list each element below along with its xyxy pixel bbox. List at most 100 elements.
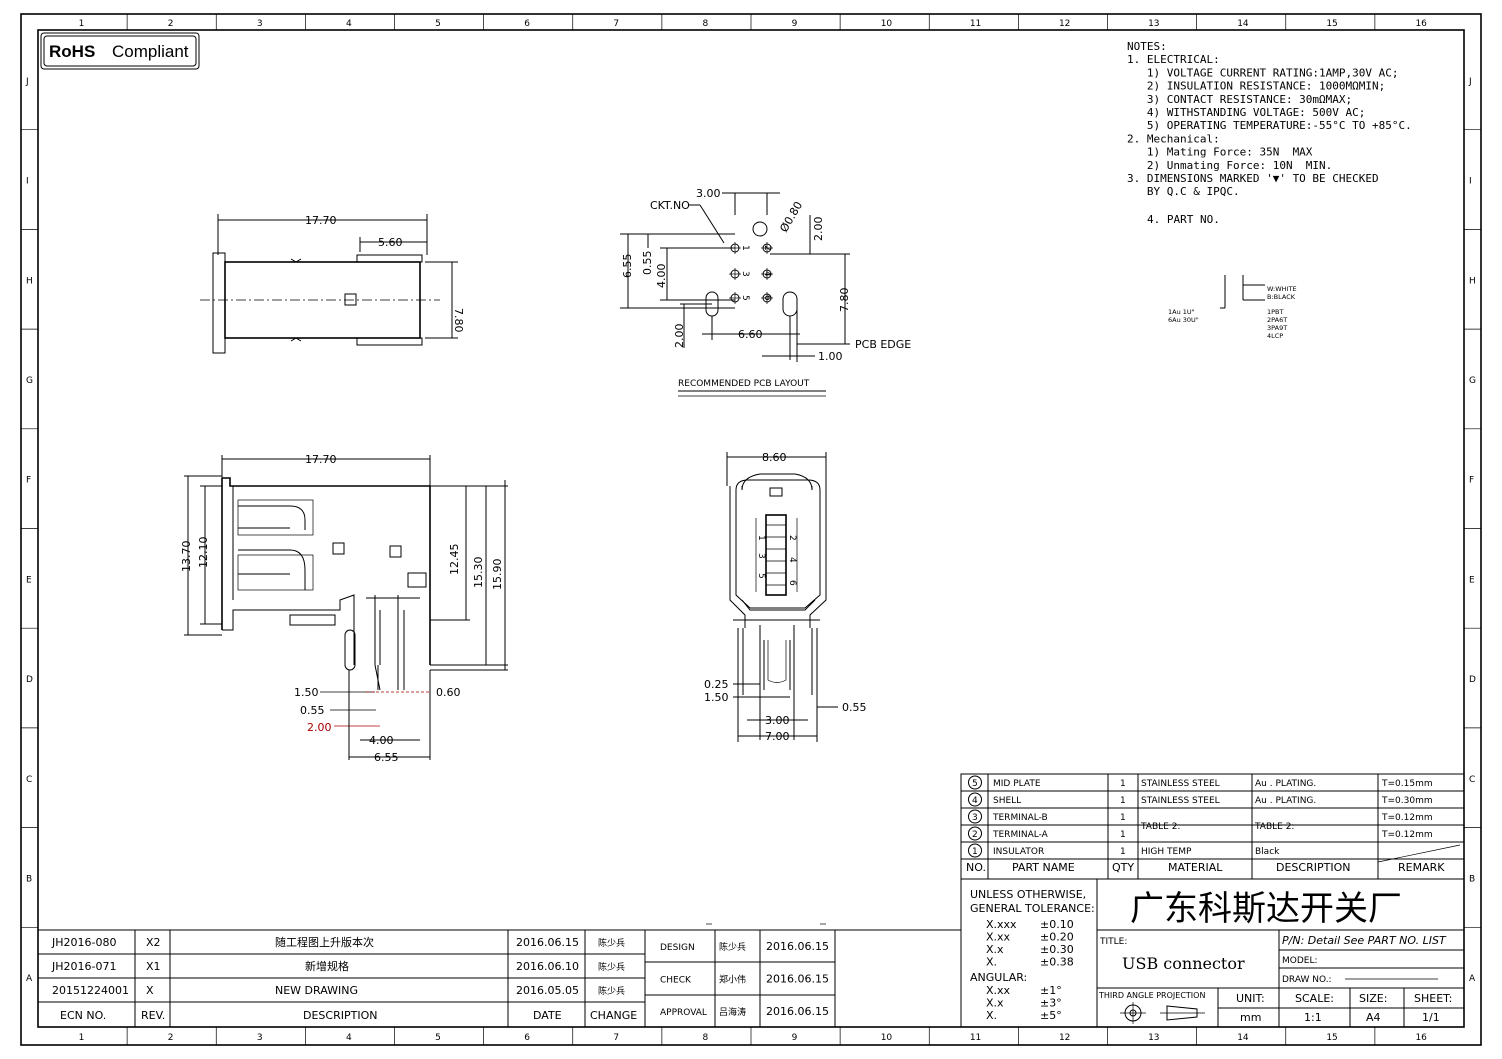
- side-dim-1210: 12.10: [197, 537, 210, 569]
- row-label: C: [26, 775, 32, 785]
- pn-text: P/N: Detail See PART NO. LIST: [1282, 934, 1447, 947]
- bom-name: INSULATOR: [993, 847, 1044, 857]
- bom-remark: T=0.15mm: [1381, 779, 1433, 789]
- column-label: 6: [524, 1033, 530, 1043]
- column-label: 13: [1148, 1033, 1159, 1043]
- pcb-pin-number: 3: [740, 271, 750, 277]
- company-name: 广东科斯达开关厂: [1130, 889, 1402, 929]
- bom-no: 2: [972, 830, 978, 840]
- side-view: 17.70 13.70 12.10 12.45 15.30 15.90 1.50: [180, 453, 508, 764]
- notes-block: NOTES:1. ELECTRICAL: 1) VOLTAGE CURRENT …: [1127, 40, 1412, 198]
- approval-name: 吕海涛: [719, 1006, 746, 1018]
- column-label: 16: [1415, 1033, 1427, 1043]
- bom-no: 4: [972, 796, 978, 806]
- side-dim-1530: 15.30: [472, 557, 485, 589]
- bom-name: SHELL: [993, 796, 1021, 806]
- rev-desc: NEW DRAWING: [275, 984, 358, 997]
- approval-name: 陈少兵: [719, 941, 746, 953]
- bom-remark: T=0.12mm: [1381, 813, 1433, 823]
- column-label: 14: [1237, 1033, 1249, 1043]
- part-right-b-1: 2PA6T: [1267, 316, 1287, 324]
- row-label: I: [1469, 177, 1472, 187]
- rev-date: 2016.06.15: [516, 936, 579, 949]
- side-dim-1245: 12.45: [448, 544, 461, 576]
- note-line: 1. ELECTRICAL:: [1127, 53, 1220, 66]
- unit-label: UNIT:: [1236, 992, 1265, 1005]
- front-dim-700: 7.00: [765, 730, 790, 743]
- pcb-dim-080: Ø0.80: [777, 199, 805, 234]
- part-no-label: 4. PART NO.: [1147, 213, 1220, 226]
- bom-diagonal: [1377, 844, 1461, 863]
- side-dim-200: 2.00: [307, 721, 332, 734]
- pcb-dim-780: 7.80: [838, 288, 851, 313]
- front-dim-025: 0.25: [704, 678, 729, 691]
- row-label: E: [1469, 575, 1475, 585]
- column-label: 6: [524, 19, 530, 29]
- tol-value: ±0.38: [1040, 956, 1074, 969]
- bom-remark: T=0.30mm: [1381, 796, 1433, 806]
- column-label: 7: [613, 1033, 619, 1043]
- column-label: 3: [257, 19, 263, 29]
- title-block: 广东科斯达开关厂 TITLE: USB connector P/N: Detai…: [960, 878, 1465, 1028]
- column-label: 16: [1415, 19, 1427, 29]
- pcb-pin-number: 5: [740, 295, 750, 301]
- note-line: BY Q.C & IPQC.: [1127, 185, 1240, 198]
- bom-material: HIGH TEMP: [1141, 847, 1192, 857]
- rev-change: 陈少兵: [598, 985, 625, 997]
- side-dim-400: 4.00: [369, 734, 394, 747]
- column-label: 2: [168, 19, 174, 29]
- size-label: SIZE:: [1359, 992, 1387, 1005]
- pcb-dim-300: 3.00: [696, 187, 721, 200]
- bom-number-circle: [968, 792, 982, 807]
- front-pin-number: 5: [756, 573, 766, 579]
- bom-name: MID PLATE: [993, 779, 1041, 789]
- note-line: 2) INSULATION RESISTANCE: 1000MΩMIN;: [1127, 80, 1385, 93]
- tol-ang-key: X.x: [986, 997, 1004, 1010]
- bom-header: REMARK: [1398, 861, 1445, 874]
- projection-label: THIRD ANGLE PROJECTION: [1098, 991, 1205, 1000]
- bom-number-circle: [968, 826, 982, 841]
- pcb-dim-200b: 2.00: [673, 324, 686, 349]
- rev-ecn: 20151224001: [52, 984, 129, 997]
- bom-desc: TABLE 2:: [1254, 822, 1294, 832]
- tol-value: ±0.10: [1040, 918, 1074, 931]
- row-label: E: [26, 575, 32, 585]
- bom-header: NO.: [966, 861, 986, 874]
- part-right-b-3: 4LCP: [1267, 332, 1283, 340]
- top-dim-1770: 17.70: [305, 214, 337, 227]
- pcb-pin-number: 2: [762, 245, 772, 251]
- rev-header: ECN NO.: [60, 1009, 106, 1022]
- row-label: B: [26, 874, 32, 884]
- column-label: 12: [1059, 1033, 1070, 1043]
- row-label: A: [1469, 974, 1476, 984]
- side-dim-1590: 15.90: [491, 559, 504, 591]
- note-line: 3) CONTACT RESISTANCE: 30mΩMAX;: [1127, 93, 1352, 106]
- tol-value: ±0.30: [1040, 943, 1074, 956]
- bom-number-circle: [968, 843, 982, 858]
- bom-material: STAINLESS STEEL: [1141, 796, 1220, 806]
- tol-ang-value: ±3°: [1040, 997, 1062, 1010]
- tol-title-2: GENERAL TOLERANCE:: [970, 902, 1095, 915]
- row-label: J: [25, 77, 29, 87]
- tol-ang-key: X.xx: [986, 984, 1011, 997]
- pcb-pin-number: 4: [762, 271, 772, 277]
- tolerance-block: UNLESS OTHERWISE, GENERAL TOLERANCE: X.x…: [970, 888, 1095, 1022]
- scale-label: SCALE:: [1295, 992, 1334, 1005]
- column-label: 15: [1326, 1033, 1337, 1043]
- side-dim-1370: 13.70: [180, 541, 193, 573]
- bom-number-circle: [968, 809, 982, 824]
- note-line: 3. DIMENSIONS MARKED '▼' TO BE CHECKED: [1127, 172, 1379, 185]
- pcb-pin-number: 6: [762, 295, 772, 301]
- column-label: 9: [792, 1033, 798, 1043]
- bom-desc: Au . PLATING.: [1255, 796, 1316, 806]
- bom-number-circle: [968, 775, 982, 790]
- scale-value: 1:1: [1304, 1011, 1322, 1024]
- bom-no: 1: [972, 847, 978, 857]
- row-label: F: [26, 476, 31, 486]
- rev-rev: X1: [146, 960, 161, 973]
- approval-role: CHECK: [660, 976, 692, 986]
